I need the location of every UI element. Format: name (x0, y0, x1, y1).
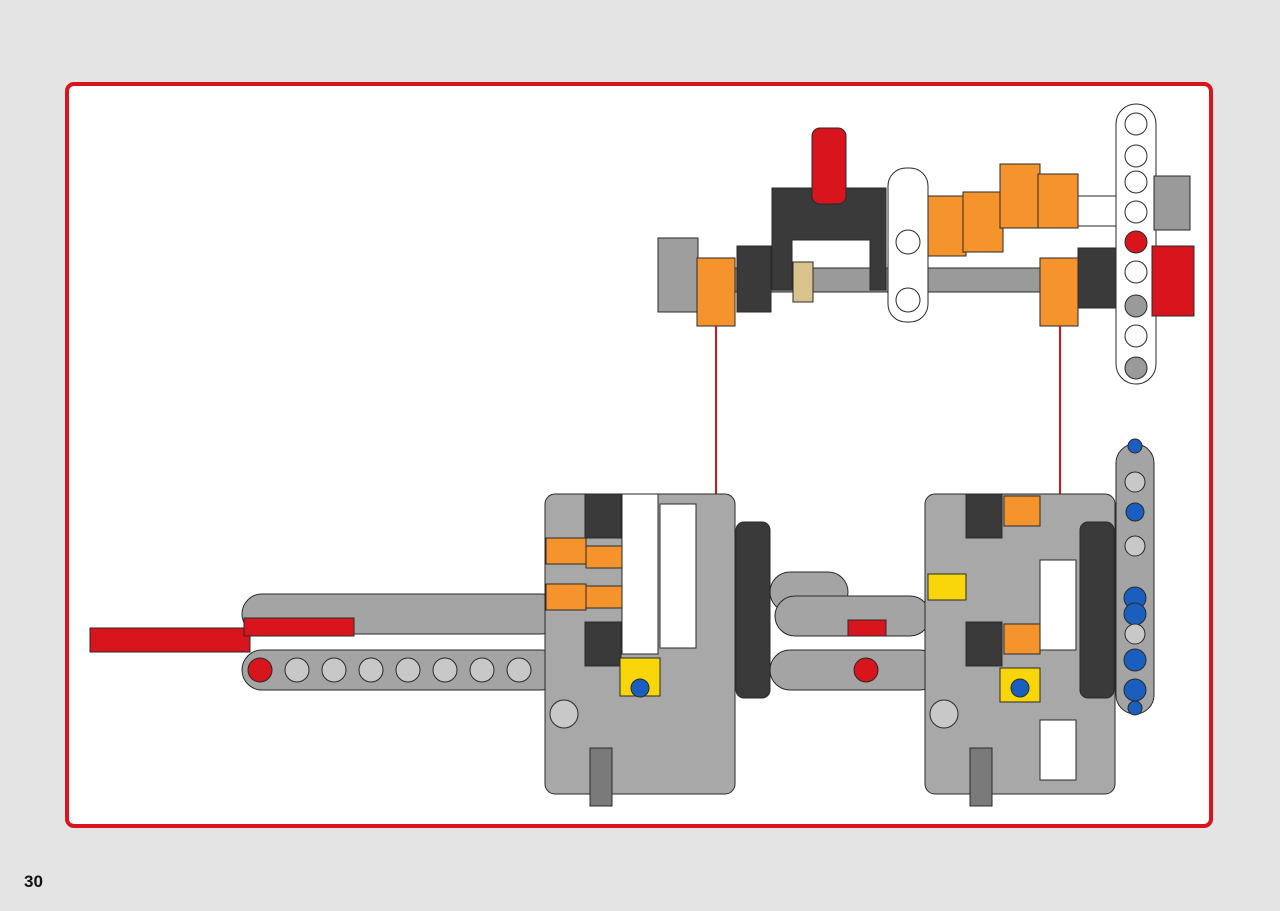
orange-connector-b (962, 191, 1004, 253)
orange-bush-right-1 (1003, 495, 1041, 527)
orange-connector-left (696, 257, 736, 327)
red-axle-top (811, 127, 847, 205)
red-gear (1151, 245, 1195, 317)
axle-stub-right (969, 747, 993, 807)
cross-hole-right (929, 699, 959, 729)
red-axle-left (89, 627, 251, 653)
red-pin-mid (853, 657, 879, 683)
beam-tall-holes (1124, 471, 1146, 645)
blue-cross-right (1010, 678, 1030, 698)
orange-bush-3 (585, 545, 623, 569)
dark-gear-right (1077, 247, 1117, 309)
orange-bush-1 (545, 537, 587, 565)
orange-bush-4 (585, 585, 623, 609)
orange-bush-2 (545, 583, 587, 611)
white-plate-left (621, 493, 659, 655)
dark-beam-left-b (584, 621, 622, 667)
cross-hole-left (549, 699, 579, 729)
white-axle-stub (1077, 195, 1119, 227)
dark-beam-left (584, 493, 622, 539)
blue-pins (1123, 438, 1147, 716)
orange-connector-a (927, 195, 967, 257)
yellow-connector-right-b (927, 573, 967, 601)
dark-beam-right-b (965, 621, 1003, 667)
blue-cross-left (630, 678, 650, 698)
white-pin-left (659, 503, 697, 649)
orange-connector-d (1037, 173, 1079, 229)
red-connector-left (243, 617, 355, 637)
white-axle-right (1039, 719, 1077, 781)
orange-connector-c (999, 163, 1041, 229)
top-subassembly (657, 103, 1195, 385)
tan-clutch (792, 261, 814, 303)
dark-gear-rack-right (1079, 521, 1115, 699)
axle-stub-left (589, 747, 613, 807)
dark-gear-left (736, 245, 772, 313)
gray-block-left (657, 237, 699, 313)
dark-gear-rack-left (735, 521, 771, 699)
gray-gear-small (1153, 175, 1191, 231)
orange-bush-right-2 (1003, 623, 1041, 655)
black-frame (771, 187, 887, 291)
red-connector-mid (847, 619, 887, 637)
orange-connector-right (1039, 257, 1079, 327)
page-number: 30 (24, 872, 43, 891)
base-assembly (89, 438, 1155, 807)
beam-holes (247, 657, 532, 683)
white-pin-right (1039, 559, 1077, 651)
dark-beam-right (965, 493, 1003, 539)
